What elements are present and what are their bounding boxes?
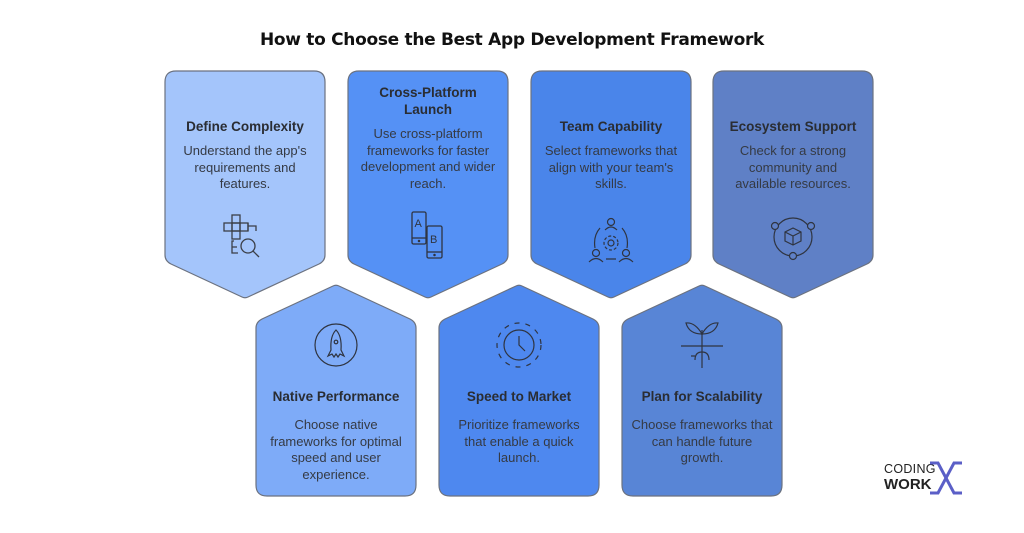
phones-ab-icon: A B — [411, 211, 443, 259]
codingworkx-logo: CODING WORK — [878, 460, 968, 500]
card-define-complexity: Define Complexity Understand the app's r… — [164, 70, 326, 300]
card-shape — [621, 284, 783, 497]
card-text: Select frameworks that align with your t… — [544, 143, 678, 191]
card-shape — [164, 70, 326, 299]
card-speed-to-market: Speed to Market Prioritize frameworks th… — [438, 284, 600, 498]
sprout-icon — [681, 322, 723, 368]
card-ecosystem-support: Ecosystem Support Check for a strong com… — [712, 70, 874, 300]
card-shape — [530, 70, 692, 299]
svg-text:B: B — [430, 234, 437, 246]
card-text: Understand the app's requirements and fe… — [183, 143, 307, 191]
logo-x-icon — [930, 461, 962, 495]
card-title: Ecosystem Support — [729, 119, 857, 134]
crossword-search-icon — [223, 214, 260, 258]
clock-icon — [496, 322, 542, 368]
card-shape — [255, 284, 417, 497]
svg-text:A: A — [415, 218, 423, 230]
card-text: Prioritize frameworks that enable a quic… — [458, 417, 580, 465]
card-title: Define Complexity — [186, 119, 304, 134]
card-title: Speed to Market — [466, 389, 572, 404]
card-title: Native Performance — [272, 389, 400, 404]
card-shape — [438, 284, 600, 497]
card-title: Team Capability — [559, 119, 663, 134]
card-title: Plan for Scalability — [641, 389, 763, 404]
card-shape — [712, 70, 874, 299]
card-title: Cross-Platform Launch — [379, 85, 477, 117]
page-title: How to Choose the Best App Development F… — [259, 30, 765, 50]
logo-line2: WORK — [884, 476, 932, 493]
card-cross-platform-launch: Cross-Platform Launch Use cross-platform… — [347, 70, 509, 300]
cube-orbit-icon — [770, 217, 816, 261]
rocket-icon — [314, 323, 358, 367]
card-text: Choose frameworks that can handle future… — [631, 417, 773, 465]
card-text: Use cross-platform frameworks for faster… — [360, 126, 496, 191]
card-team-capability: Team Capability Select frameworks that a… — [530, 70, 692, 300]
team-gear-icon — [588, 217, 634, 263]
card-native-performance: Native Performance Choose native framewo… — [255, 284, 417, 498]
card-text: Choose native frameworks for optimal spe… — [270, 417, 402, 482]
card-shape — [347, 70, 509, 299]
card-text: Check for a strong community and availab… — [735, 143, 851, 191]
logo-line1: CODING — [884, 462, 936, 476]
card-plan-for-scalability: Plan for Scalability Choose frameworks t… — [621, 284, 783, 498]
